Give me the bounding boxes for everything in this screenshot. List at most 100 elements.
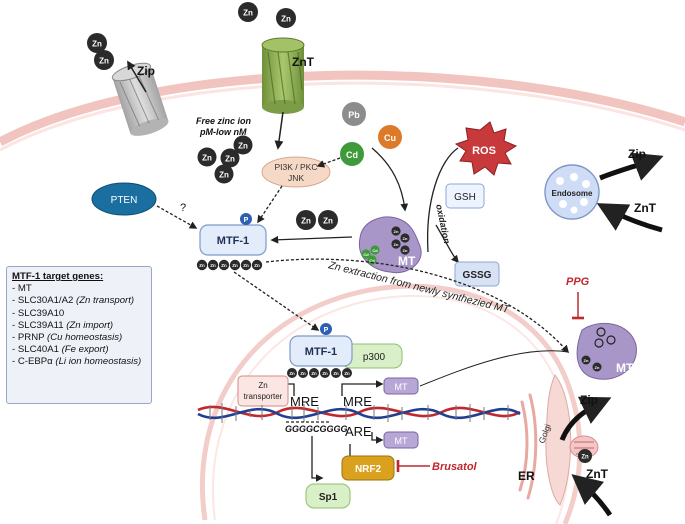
zn-ion: Zn bbox=[289, 371, 295, 376]
mtf1-target-genes-box: MTF-1 target genes: - MT - SLC30A1/A2 (Z… bbox=[6, 266, 152, 404]
target-gene-row: - SLC39A10 bbox=[12, 308, 146, 320]
zip-efflux-arrow bbox=[127, 60, 147, 93]
kinase-label-2: JNK bbox=[288, 173, 304, 183]
er-label: ER bbox=[518, 469, 535, 483]
mtf1-nucleus-label: MTF-1 bbox=[305, 346, 337, 358]
target-gene-name: - C-EBPα bbox=[12, 356, 56, 368]
kinase-node bbox=[261, 156, 331, 188]
mre-right-label: MRE bbox=[343, 394, 372, 409]
endosome-znt-arrow bbox=[596, 203, 663, 233]
target-gene-row: - C-EBPα (Li ion homeostasis) bbox=[12, 356, 146, 368]
target-gene-note: (Cu homeostasis) bbox=[47, 332, 123, 344]
mt-gene-label-1: MT bbox=[395, 382, 408, 392]
zn-transporter-label-2: transporter bbox=[244, 392, 283, 401]
zn-ion: Zn bbox=[403, 236, 408, 241]
zn-ion: Zn bbox=[584, 358, 589, 363]
zip-transporter-top bbox=[111, 62, 169, 136]
mt-bound-zn: Zn Zn Zn Zn bbox=[391, 226, 410, 255]
phospho-site bbox=[240, 213, 252, 225]
target-gene-row: - PRNP (Cu homeostasis) bbox=[12, 332, 146, 344]
gssg-label: GSSG bbox=[463, 270, 492, 281]
zn-ion: Zn bbox=[202, 154, 212, 163]
cell-membrane bbox=[0, 70, 685, 146]
mt-right bbox=[576, 322, 637, 380]
golgi-znt-arrow bbox=[571, 474, 613, 517]
zn-ion bbox=[318, 210, 338, 230]
mre-left-label: MRE bbox=[290, 394, 319, 409]
target-gene-name: - SLC30A1/A2 bbox=[12, 295, 76, 307]
endosome-znt-label: ZnT bbox=[634, 201, 657, 215]
cd-ion: Cd bbox=[369, 258, 375, 263]
phospho-site-nucleus bbox=[320, 323, 332, 335]
mtf1-zinc-fingers: Zn Zn Zn Zn Zn Zn bbox=[196, 259, 263, 271]
target-gene-name: - SLC40A1 bbox=[12, 344, 62, 356]
target-gene-name: - MT bbox=[12, 283, 32, 295]
gc-box-label: GGGGCGGGG bbox=[285, 424, 348, 434]
zn-extraction-arrow bbox=[265, 258, 570, 354]
oxidation-label: oxidation bbox=[434, 203, 452, 245]
cd-ion bbox=[340, 142, 364, 166]
cd-to-kinase-arrow bbox=[316, 157, 341, 168]
zn-ion: Zn bbox=[403, 248, 408, 253]
zn-ion: Zn bbox=[225, 155, 235, 164]
target-gene-note: (Zn transport) bbox=[76, 295, 135, 307]
zn-ion-group-outside-top: Zn Zn bbox=[238, 2, 296, 28]
mt-oxidation-arrow bbox=[435, 224, 460, 264]
free-zinc-concentration: pM-low nM bbox=[199, 127, 247, 137]
mt-gene-product-1 bbox=[383, 377, 419, 395]
mt-gene-product-2 bbox=[383, 431, 419, 449]
zn-ion: Zn bbox=[254, 263, 260, 268]
zn-ion: Zn bbox=[199, 263, 205, 268]
zn-ion: Zn bbox=[595, 365, 600, 370]
cd-ion: Cd bbox=[363, 252, 369, 257]
zn-ion: Zn bbox=[243, 9, 253, 18]
kinase-label-1: PI3K / PKC bbox=[275, 162, 318, 172]
mtf1-nuclear-import-arrow bbox=[233, 271, 320, 331]
cell-membrane-inner bbox=[0, 81, 685, 152]
endosome-label: Endosome bbox=[552, 189, 593, 198]
target-gene-row: - MT bbox=[12, 283, 146, 295]
pten-label: PTEN bbox=[111, 195, 138, 206]
sp1-label: Sp1 bbox=[319, 492, 338, 503]
mt-cytosol-label: MT bbox=[398, 254, 416, 268]
mt-gene-label-2: MT bbox=[395, 436, 408, 446]
target-gene-name: - SLC39A10 bbox=[12, 307, 65, 319]
ros-node bbox=[454, 121, 518, 176]
zn-ion: Zn bbox=[92, 40, 102, 49]
golgi-znt-label: ZnT bbox=[586, 467, 609, 481]
cd-label: Cd bbox=[346, 150, 358, 160]
zn-ion: Zn bbox=[300, 371, 306, 376]
are-label: ARE bbox=[345, 424, 372, 439]
phospho-label: P bbox=[324, 327, 329, 334]
endosome-zip-arrow bbox=[599, 152, 664, 181]
zn-ion: Zn bbox=[333, 371, 339, 376]
endosome-zip-label: Zip bbox=[628, 147, 646, 161]
pb-label: Pb bbox=[348, 110, 360, 120]
golgi-vesicle: Zn bbox=[569, 435, 599, 463]
mt-bound-cd: Cd Cd Cd bbox=[361, 245, 380, 265]
zn-ion: Zn bbox=[99, 57, 109, 66]
target-gene-note: (Li ion homeostasis) bbox=[55, 356, 142, 368]
zn-ion-group-cytosol: Zn Zn Zn Zn bbox=[197, 135, 253, 184]
er-membranes bbox=[518, 393, 538, 500]
dna-double-helix bbox=[197, 403, 521, 423]
target-gene-name: - SLC39A11 bbox=[12, 319, 67, 331]
pten-to-mtf1-arrow bbox=[156, 205, 198, 229]
mtf1-cytosol bbox=[199, 224, 267, 256]
metal-to-mt-arrow bbox=[371, 147, 409, 212]
mtf1-nucleus-zinc-fingers: Zn Zn Zn Zn Zn Zn bbox=[287, 368, 352, 378]
zn-transporter-product bbox=[237, 375, 289, 407]
zn-ion: Zn bbox=[221, 263, 227, 268]
nrf2-label: NRF2 bbox=[355, 464, 382, 475]
zn-ion: Zn bbox=[394, 242, 399, 247]
znt-transporter-top bbox=[261, 37, 305, 114]
target-gene-row: - SLC40A1 (Fe export) bbox=[12, 344, 146, 356]
zn-ion: Zn bbox=[311, 371, 317, 376]
pb-ion bbox=[342, 102, 366, 126]
mtf1-nucleus bbox=[289, 335, 353, 367]
gsh-label: GSH bbox=[454, 192, 476, 203]
are-to-mt-arrow bbox=[371, 432, 384, 444]
phospho-label: P bbox=[244, 217, 249, 224]
target-gene-note: (Fe export) bbox=[61, 344, 109, 356]
